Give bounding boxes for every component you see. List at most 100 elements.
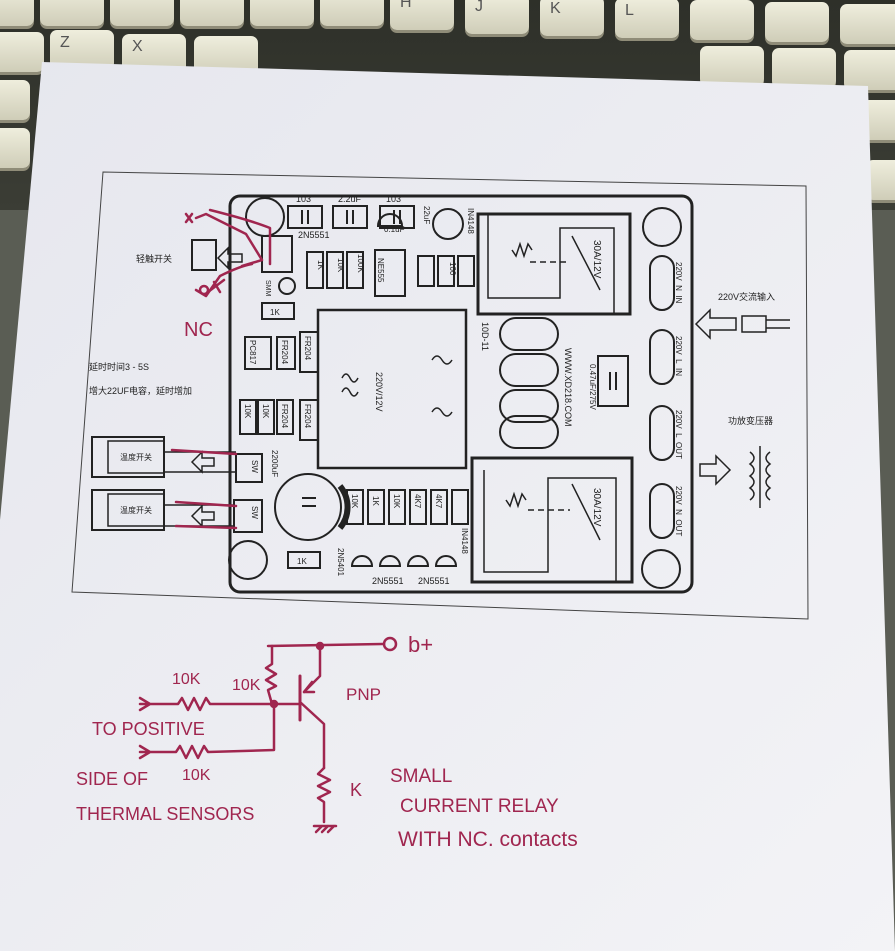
label-cap-2-2uf: 2.2uF xyxy=(338,194,362,204)
hand-to-positive: TO POSITIVE xyxy=(92,719,205,739)
resistor xyxy=(367,489,385,525)
resistor xyxy=(326,251,344,289)
label-sw-2: SW xyxy=(250,506,259,519)
label-relay-top: 30A/12V xyxy=(591,240,602,279)
resistor xyxy=(239,399,257,435)
label-2n5551-bottom: 2N5551 xyxy=(372,576,404,586)
label-fr204: FR204 xyxy=(280,340,289,365)
resistor xyxy=(437,255,455,287)
keyboard-key xyxy=(700,46,764,86)
mounting-hole xyxy=(642,207,682,247)
resistor xyxy=(346,251,364,289)
hand-thermal-sensors: THERMAL SENSORS xyxy=(76,804,254,824)
label-smm: SMM xyxy=(264,280,271,297)
transistor xyxy=(434,555,458,567)
varistor xyxy=(499,353,559,387)
ground-symbol xyxy=(312,824,338,834)
relay-top xyxy=(476,212,632,316)
label-r1k-bottom: 1K xyxy=(297,557,307,566)
label-r1k: 1K xyxy=(371,496,380,506)
label-r10k: 10K xyxy=(350,494,359,509)
x-capacitor xyxy=(597,355,629,407)
hand-r-10k-top-mid: 10K xyxy=(232,677,261,694)
board-outline xyxy=(228,194,694,594)
hand-with-nc-contacts: WITH NC. contacts xyxy=(398,828,578,851)
label-fr204: FR204 xyxy=(303,336,312,361)
keyboard-key xyxy=(110,0,174,26)
mounting-hole xyxy=(641,549,681,589)
resistor xyxy=(257,399,275,435)
electrolytic-cap xyxy=(432,208,464,240)
label-sw-1: SW xyxy=(250,460,259,473)
label-fr204: FR204 xyxy=(303,404,312,429)
print-frame xyxy=(71,171,809,620)
label-r10k: 10K xyxy=(243,404,252,419)
label-relay-bottom: 30A/12V xyxy=(591,488,602,527)
label-220v-n-out: 220V_N_OUT xyxy=(674,486,683,536)
label-2200uf: 2200uF xyxy=(270,450,279,477)
label-temp-switch-2: 温度开关 xyxy=(120,505,152,515)
label-r1k-left: 1K xyxy=(270,308,280,317)
hand-side-of: SIDE OF xyxy=(76,769,148,789)
label-cap-103: 103 xyxy=(296,194,311,204)
label-amp-transformer: 功放变压器 xyxy=(728,415,773,426)
label-ac-input: 220V交流输入 xyxy=(718,291,775,302)
keyboard-key xyxy=(772,48,836,88)
keyboard-key xyxy=(0,0,34,26)
keyboard-key xyxy=(844,50,895,90)
b-plus-rail xyxy=(266,642,386,648)
hand-pnp: PNP xyxy=(346,685,381,704)
ac-input-arrow xyxy=(694,308,737,340)
diode-fr204 xyxy=(276,399,294,435)
label-fr204: FR204 xyxy=(280,404,289,429)
transformer-output-arrow xyxy=(699,454,732,486)
electrolytic-cap-2200uf xyxy=(274,473,342,541)
label-varistor: 10D-11 xyxy=(480,322,490,351)
hand-b-plus: b+ xyxy=(408,632,433,657)
label-220v-l-out: 220V_L_OUT xyxy=(674,410,683,459)
label-2n5551-bottom: 2N5551 xyxy=(418,576,450,586)
diode-fr204 xyxy=(276,336,296,370)
tactile-switch-symbol xyxy=(191,239,217,271)
keyboard-key-k: K xyxy=(540,0,604,36)
resistor xyxy=(430,489,448,525)
resistor xyxy=(306,251,324,289)
label-0-1uf: 0.1uF xyxy=(384,225,405,234)
label-in4148-top: IN4148 xyxy=(466,208,475,234)
ic-ne555 xyxy=(374,249,406,297)
keyboard-key xyxy=(0,80,30,120)
relay-coil xyxy=(316,766,332,824)
resistor-1k xyxy=(261,302,295,320)
label-r10k: 10K xyxy=(261,404,270,419)
keyboard-key xyxy=(0,128,30,168)
sw-connector xyxy=(233,499,263,533)
keyboard-key-j: J xyxy=(465,0,529,34)
keyboard-key xyxy=(840,4,895,44)
varistor xyxy=(499,389,559,423)
transistor xyxy=(378,555,402,567)
keyboard-key xyxy=(765,2,829,42)
terminal-n-out xyxy=(649,483,675,539)
diode xyxy=(417,255,435,287)
keyboard-key-h: H xyxy=(390,0,454,30)
label-r4k7: 4K7 xyxy=(434,494,443,509)
label-r10k: 10K xyxy=(336,258,345,273)
label-cap-103: 103 xyxy=(386,194,401,204)
keyboard-key xyxy=(250,0,314,26)
terminal-l-out xyxy=(649,405,675,461)
terminal-l-in xyxy=(649,329,675,385)
connector-switch xyxy=(261,235,293,273)
transformer-block xyxy=(316,308,468,470)
label-temp-switch-1: 温度开关 xyxy=(120,452,152,462)
pcb-silkscreen xyxy=(71,171,809,620)
keyboard-key xyxy=(40,0,104,26)
resistor xyxy=(346,489,364,525)
smd-pad xyxy=(278,277,296,295)
diode xyxy=(451,489,469,525)
optocoupler-pc817 xyxy=(244,336,272,370)
hand-current-relay: CURRENT RELAY xyxy=(400,796,559,817)
hand-nc: NC xyxy=(184,319,213,341)
keyboard-key xyxy=(320,0,384,26)
label-r100k: 100K xyxy=(356,254,365,273)
